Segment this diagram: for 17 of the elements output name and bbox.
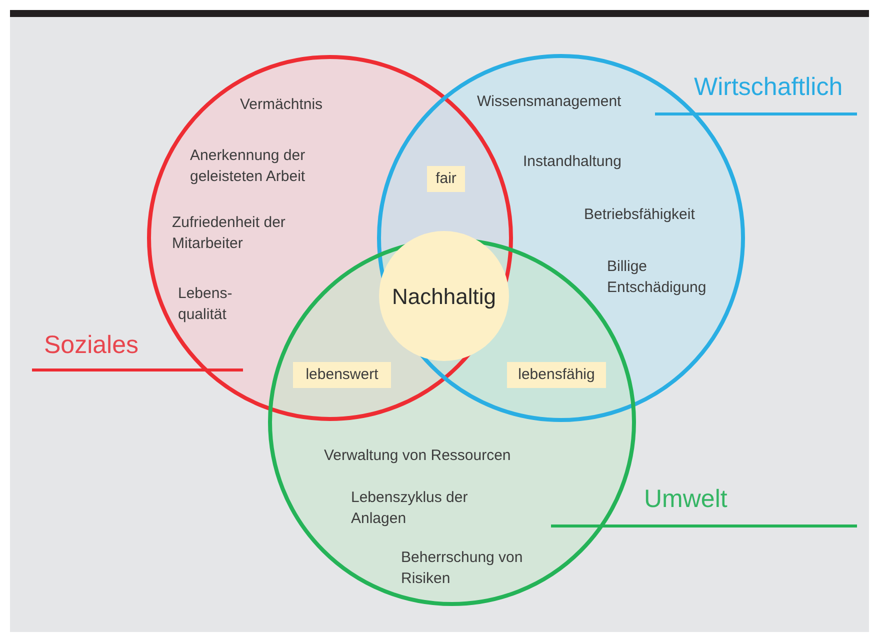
item-text: Betriebsfähigkeit xyxy=(584,205,696,225)
item-text: Instandhaltung xyxy=(523,152,622,172)
item-text: Vermächtnis xyxy=(240,95,324,115)
item-text: Beherrschung von Risiken xyxy=(401,548,524,589)
item-text: Lebens- qualität xyxy=(178,284,234,325)
overlap-label: fair xyxy=(427,166,465,192)
item-text: Zufriedenheit der Mitarbeiter xyxy=(172,213,286,254)
overlap-label: lebensfähig xyxy=(507,362,606,388)
overlap-label: lebenswert xyxy=(293,362,391,388)
category-heading: Soziales xyxy=(44,330,138,360)
item-text: Lebenszyklus der Anlagen xyxy=(351,488,469,529)
item-text: Wissensmanagement xyxy=(477,92,622,112)
item-text: Anerkennung der geleisteten Arbeit xyxy=(190,146,306,187)
item-text: Billige Entschädigung xyxy=(607,257,708,298)
item-text: Verwaltung von Ressourcen xyxy=(324,446,512,466)
category-heading: Wirtschaftlich xyxy=(694,72,843,102)
category-heading: Umwelt xyxy=(644,484,728,514)
